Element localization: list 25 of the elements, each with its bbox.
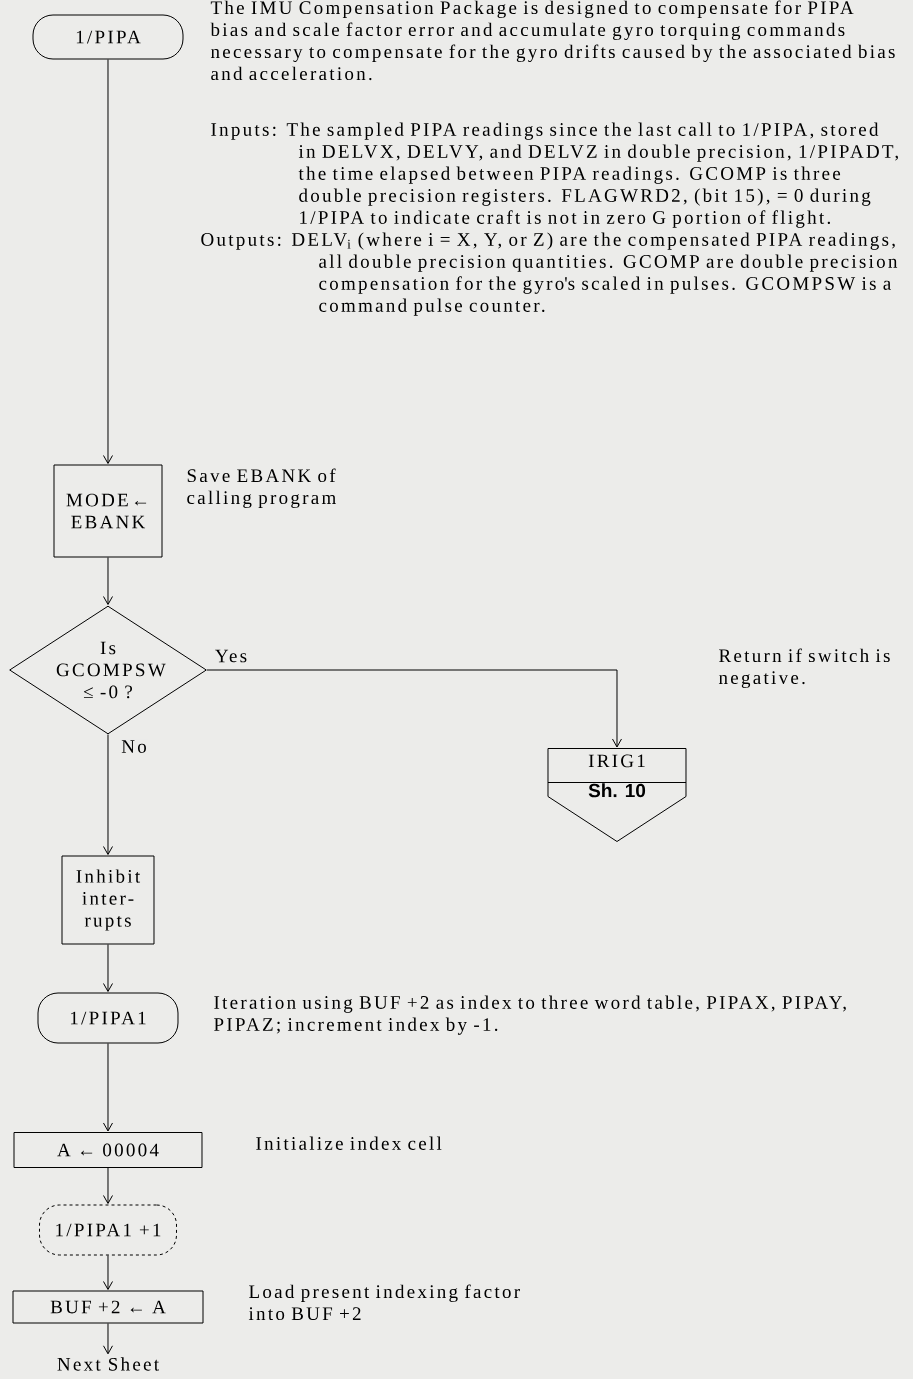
- flow-arrow: [103, 557, 113, 605]
- off-page-connector: IRIG1 Sh. 10: [547, 748, 687, 842]
- annotation-text: Initialize index cell: [256, 1136, 442, 1150]
- process-box: A ← 00004: [13, 1132, 203, 1168]
- process-box: MODE← EBANK: [53, 464, 163, 558]
- continuation-text: Next Sheet: [57, 1357, 159, 1371]
- annotation-text: Save EBANK of calling program: [187, 468, 336, 508]
- flow-arrow: [103, 1255, 113, 1290]
- flow-arrow: [103, 1043, 113, 1132]
- process-box: BUF +2 ← A: [12, 1290, 204, 1324]
- annotation-text: Iteration using BUF +2 as index to three word table, PIPAX, PIPAY, PIPAZ; increment index by -1.: [214, 995, 846, 1035]
- description-text: The IMU Compensation Package is designed to compensate for PIPA bias and scale factor error and accumulate gyro torquing commands necessary to compensate for the gyro drifts caused by the associated bias and acceleration.: [210, 0, 895, 81]
- flow-arrow: [103, 59, 113, 464]
- description-text: Return if switch is negative.: [718, 648, 890, 688]
- description-text: Outputs: DELV$_{i}$ (where i = X, Y, or Z) are the compensated PIPA readings, all double precision quantities. GCOMP are double precision compensation for the gyro's scaled in pulses. GCOMPSW is a command pulse counter.: [201, 232, 898, 316]
- flow-arrow: [103, 734, 113, 855]
- flow-arrow: [103, 1323, 113, 1355]
- annotation-text: Load present indexing factor into BUF +2: [248, 1284, 520, 1321]
- edge-label: No: [121, 740, 146, 753]
- flow-arrow: [103, 944, 113, 992]
- flow-arrow: [206, 669, 622, 748]
- description-text: Inputs: The sampled PIPA readings since the last call to 1/PIPA, stored in DELVX, DELVY, and DELVZ in double precision, 1/PIPADT, the time elapsed between PIPA readings. GCOMP is three double precision registers. FLAGWRD2, (bit 15), = 0 during 1/PIPA to indicate craft is not in zero G portion of flight.: [211, 122, 898, 228]
- process-box: Inhibit inter- rupts: [61, 855, 155, 945]
- flow-arrow: [103, 1167, 113, 1204]
- edge-label: Yes: [215, 649, 247, 663]
